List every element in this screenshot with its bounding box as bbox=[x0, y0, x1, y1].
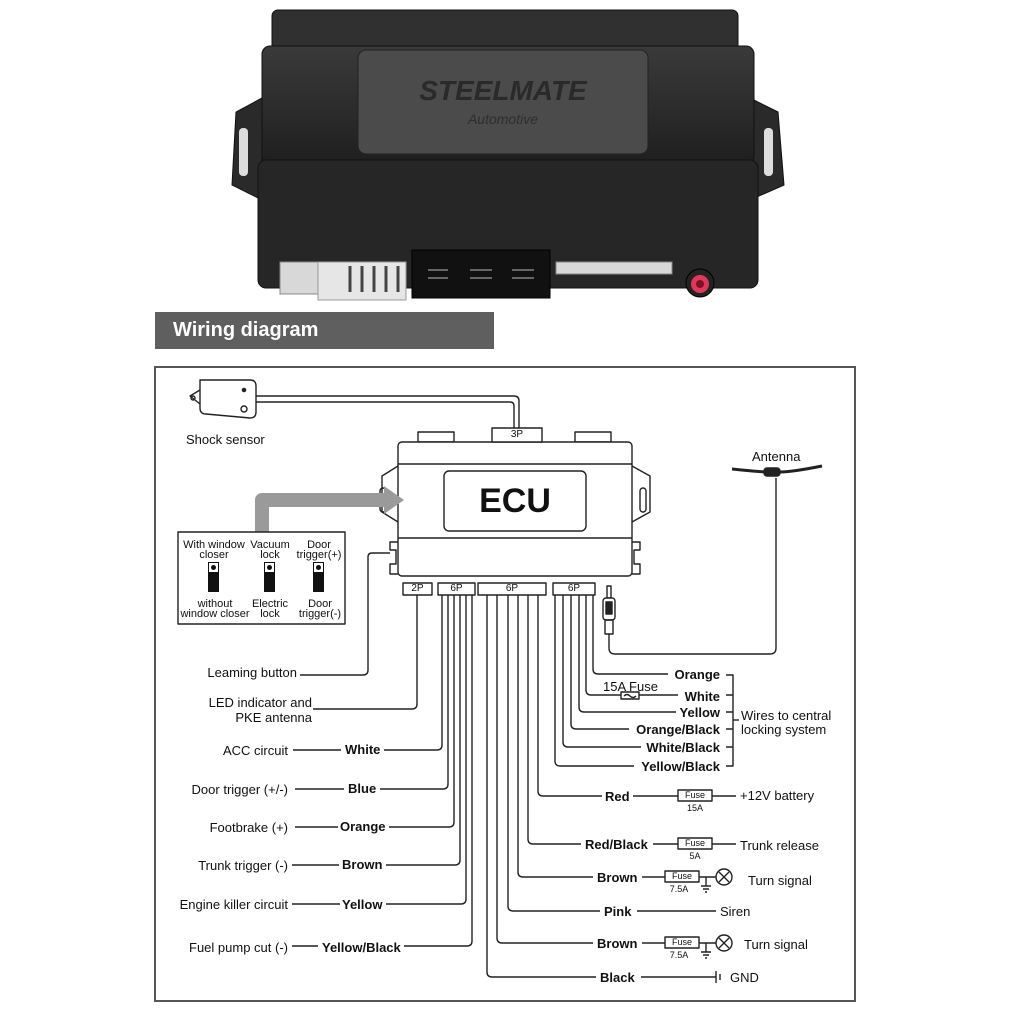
connector-2p-label: 2P bbox=[411, 583, 424, 594]
rw-color-red-black: Red/Black bbox=[585, 837, 648, 852]
rw-target-turn-1: Turn signal bbox=[748, 873, 812, 888]
brand-subtitle: Automotive bbox=[467, 111, 538, 127]
wiring-diagram-frame bbox=[154, 366, 856, 1002]
wire-color-yellow-black: Yellow/Black bbox=[322, 940, 401, 955]
rw-fuse-red: Fuse bbox=[684, 790, 705, 800]
rw-target-turn-2: Turn signal bbox=[744, 937, 808, 952]
fuel-pump-label: Fuel pump cut (-) bbox=[189, 940, 288, 955]
rw-color-red: Red bbox=[605, 789, 630, 804]
ecu-label: ECU bbox=[479, 482, 551, 520]
cl-wire-white-black: White/Black bbox=[646, 740, 720, 755]
rw-rating-red: 15A bbox=[686, 803, 703, 813]
ground-icon-2 bbox=[701, 943, 711, 959]
arrow-icon bbox=[384, 486, 404, 514]
cl-group-label-1: Wires to central bbox=[741, 708, 832, 723]
rw-color-pink: Pink bbox=[604, 904, 632, 919]
cl-group-label-2: locking system bbox=[741, 722, 827, 737]
antenna-label: Antenna bbox=[752, 449, 801, 464]
cl-fuse-label: 15A Fuse bbox=[603, 679, 658, 694]
door-trigger-label: Door trigger (+/-) bbox=[191, 782, 288, 797]
rw-rating-brown-1: 7.5A bbox=[669, 884, 689, 894]
connector-6p-a-label: 6P bbox=[450, 583, 463, 594]
connector-grey-6p bbox=[555, 261, 673, 275]
antenna-plug-icon bbox=[602, 585, 616, 635]
connector-6p-b-label: 6P bbox=[505, 583, 519, 594]
rw-fuse-red-black: Fuse bbox=[684, 838, 705, 848]
switch-toggles bbox=[208, 562, 324, 592]
rw-rating-red-black: 5A bbox=[689, 851, 701, 861]
cl-wire-orange: Orange bbox=[674, 667, 720, 682]
rw-rating-brown-2: 7.5A bbox=[669, 950, 689, 960]
acc-circuit-label: ACC circuit bbox=[222, 743, 288, 758]
rw-fuse-brown-1: Fuse bbox=[671, 871, 692, 881]
connector-3p-label: 3P bbox=[510, 429, 524, 440]
shock-sensor-label: Shock sensor bbox=[186, 432, 265, 447]
switch-lock-type bbox=[264, 562, 275, 592]
fuse-icon-brown-2 bbox=[664, 936, 700, 949]
mount-slot-right bbox=[764, 128, 773, 176]
engine-killer-label: Engine killer circuit bbox=[179, 897, 288, 912]
rw-color-black: Black bbox=[600, 970, 635, 985]
wire-color-brown: Brown bbox=[342, 857, 383, 872]
cl-wire-yellow-black: Yellow/Black bbox=[641, 759, 720, 774]
fuse-icon-red-black bbox=[677, 837, 713, 850]
switch-door-trigger bbox=[313, 562, 324, 592]
rw-target-trunk: Trunk release bbox=[740, 838, 819, 853]
fuse-icon-brown-1 bbox=[664, 870, 700, 883]
rw-color-brown-2: Brown bbox=[597, 936, 638, 951]
brand-logo: STEELMATE bbox=[419, 75, 588, 106]
connector-black-6p bbox=[411, 249, 551, 299]
ground-icon-1 bbox=[701, 877, 711, 893]
fuse-icon-red bbox=[677, 789, 713, 802]
cl-wire-yellow: Yellow bbox=[679, 705, 720, 720]
label-plate bbox=[357, 49, 649, 155]
connector-6p-c-label: 6P bbox=[567, 583, 581, 594]
mount-slot-left bbox=[239, 128, 248, 176]
rw-target-battery: +12V battery bbox=[740, 788, 815, 803]
wire-color-white: White bbox=[345, 742, 381, 757]
connector-6p-c bbox=[552, 582, 596, 596]
connector-6p-a bbox=[437, 582, 476, 596]
section-header: Wiring diagram bbox=[155, 312, 494, 349]
connector-6p-b bbox=[477, 582, 547, 596]
rw-color-brown-1: Brown bbox=[597, 870, 638, 885]
cl-wire-white: White bbox=[684, 689, 720, 704]
wire-color-yellow: Yellow bbox=[342, 897, 383, 912]
rw-target-siren: Siren bbox=[720, 904, 751, 919]
alarm-module-image: STEELMATE Automotive bbox=[231, 9, 785, 301]
switch-window-closer bbox=[208, 562, 219, 592]
led-pke-label-1: LED indicator and bbox=[208, 695, 312, 710]
section-title: Wiring diagram bbox=[173, 319, 319, 341]
trunk-trigger-label: Trunk trigger (-) bbox=[198, 858, 288, 873]
wire-color-orange: Orange bbox=[340, 819, 386, 834]
shock-sensor-icon bbox=[189, 379, 257, 419]
product-photo: STEELMATE Automotive bbox=[0, 0, 1010, 310]
rw-target-gnd: GND bbox=[730, 970, 759, 985]
ecu-housing-icon bbox=[379, 431, 651, 577]
gnd-symbol-icon bbox=[641, 971, 721, 983]
learning-button-label: Leaming button bbox=[207, 665, 297, 680]
cl-wire-orange-black: Orange/Black bbox=[636, 722, 720, 737]
rw-fuse-brown-2: Fuse bbox=[671, 937, 692, 947]
wire-color-blue: Blue bbox=[348, 781, 377, 796]
footbrake-label: Footbrake (+) bbox=[209, 820, 288, 835]
led-pke-label-2: PKE antenna bbox=[235, 710, 312, 725]
connector-3p bbox=[491, 427, 543, 443]
